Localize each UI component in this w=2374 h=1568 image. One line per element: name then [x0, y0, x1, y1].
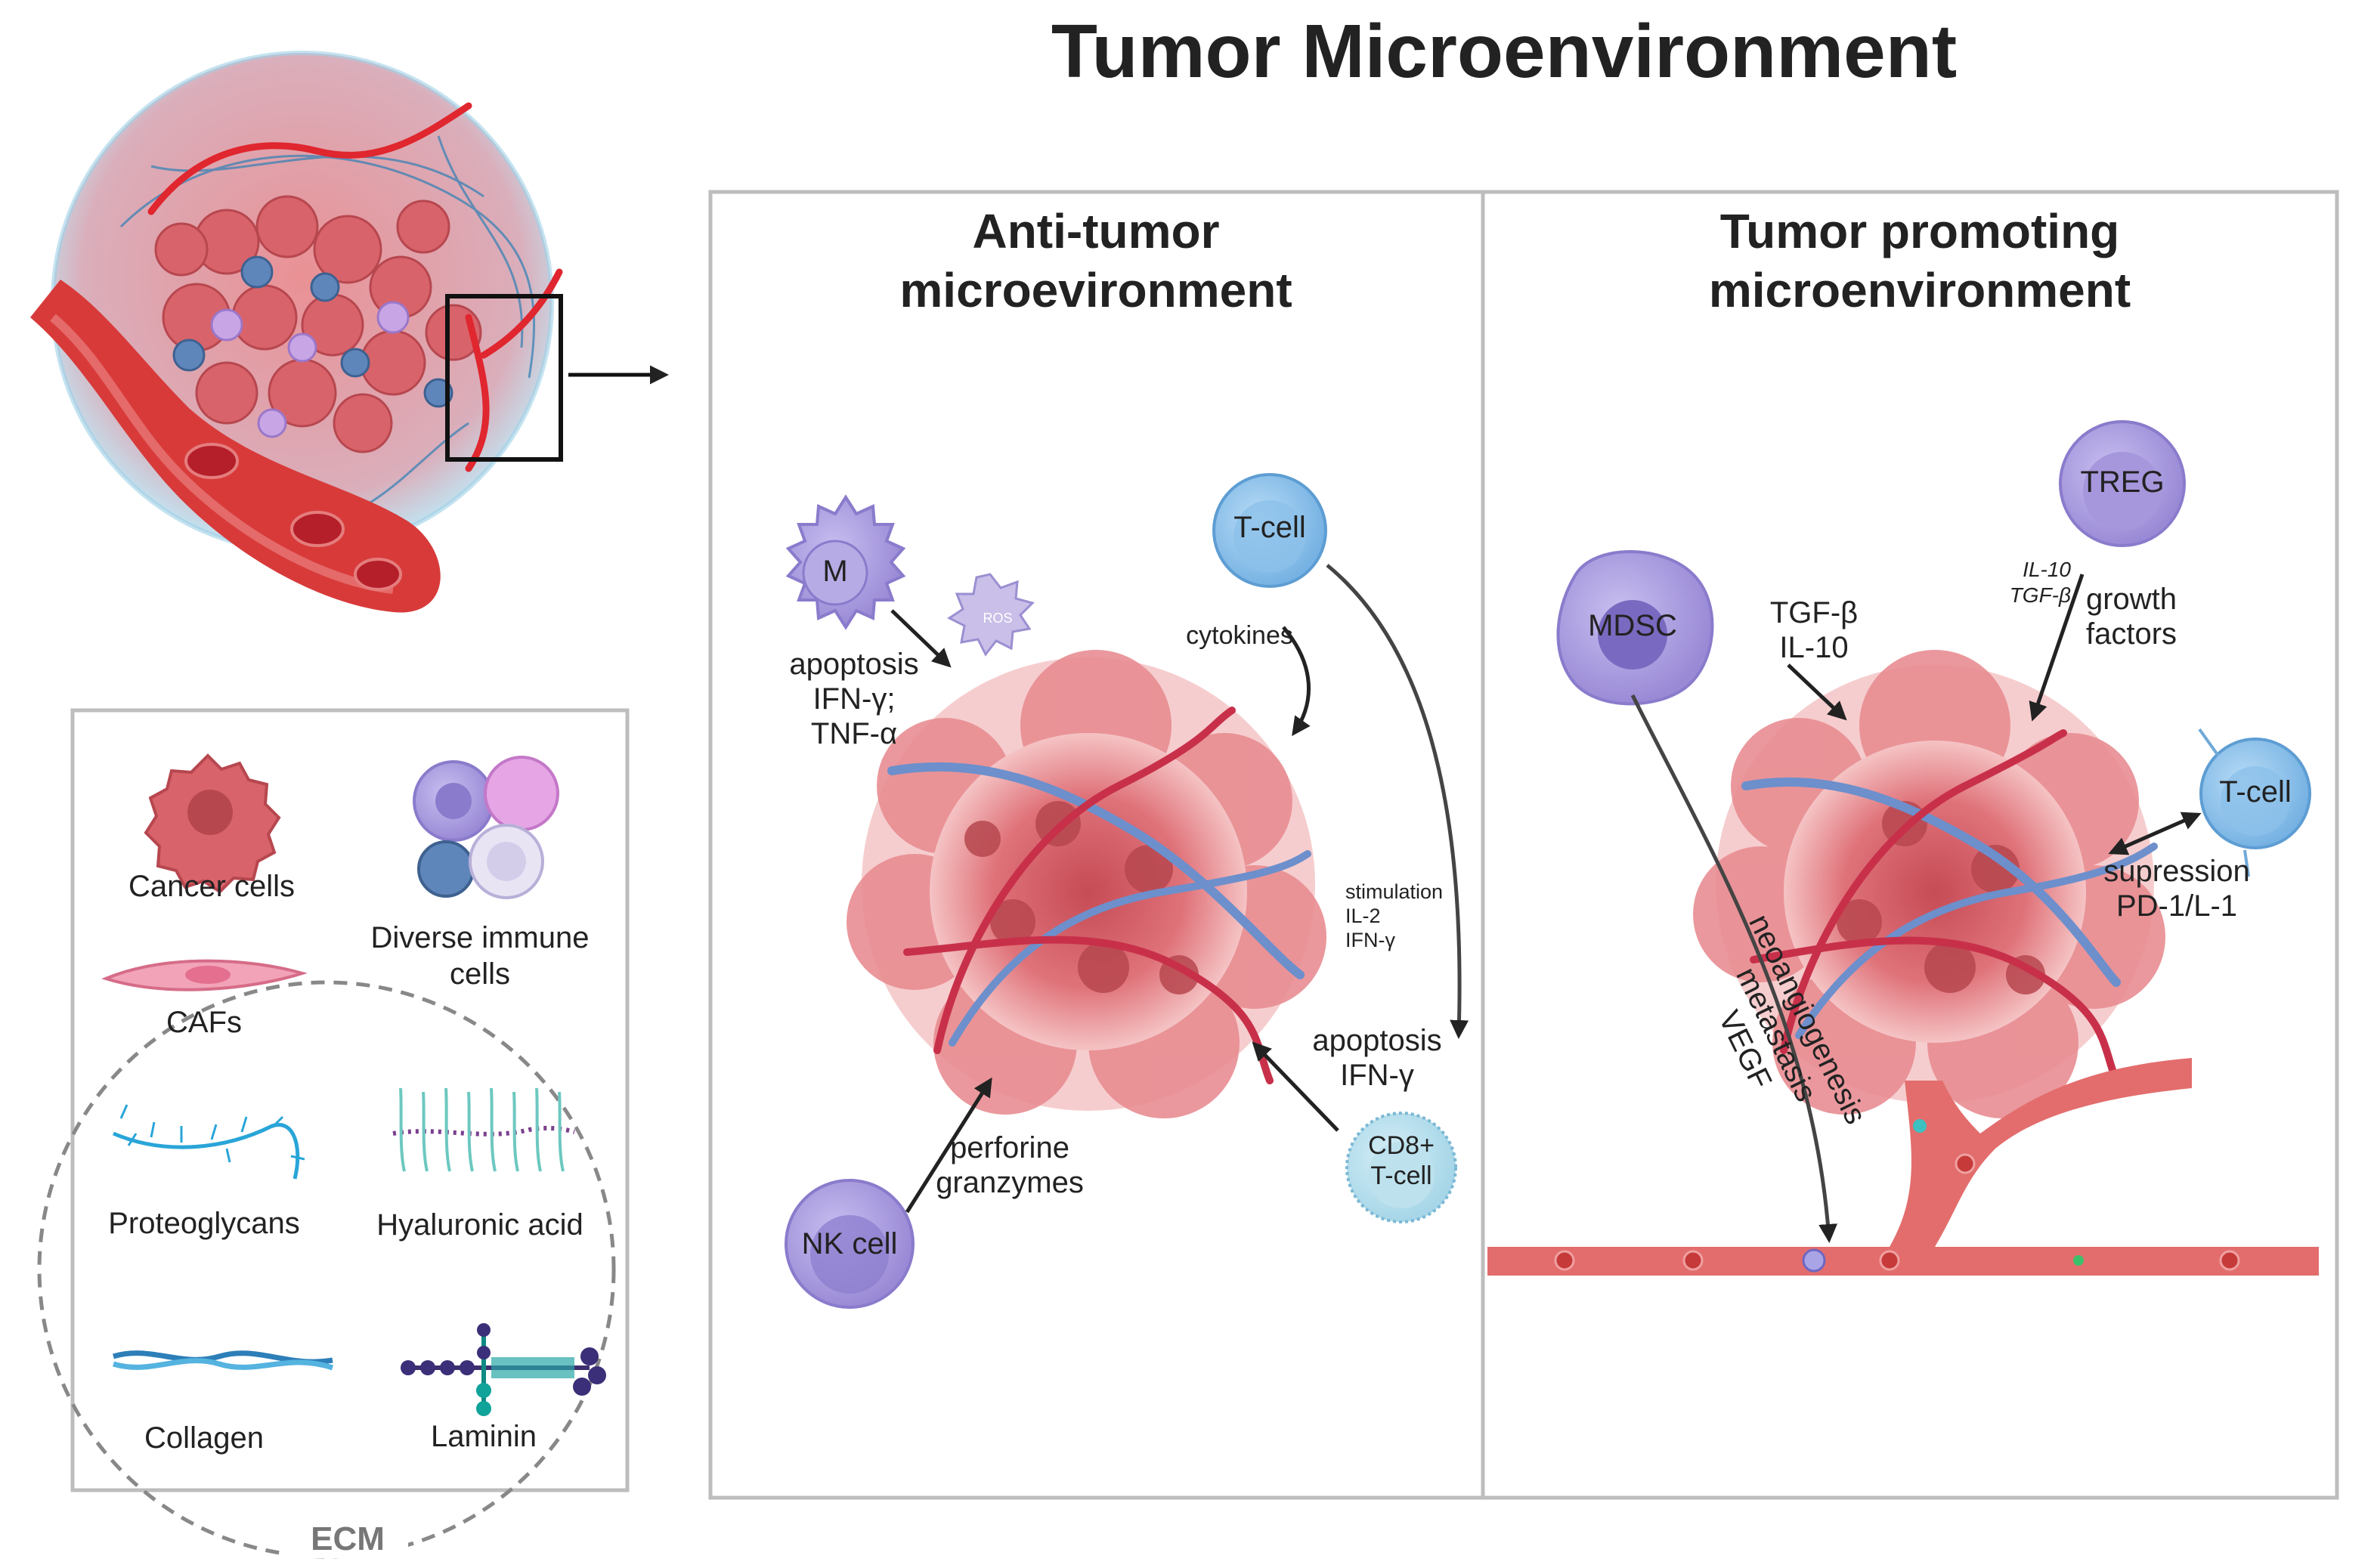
mdsc-cell: [1556, 550, 1714, 706]
tcell-anti-label: T-cell: [1233, 511, 1306, 544]
laminin-icon: [401, 1323, 606, 1416]
arrows: [890, 564, 2202, 1243]
cd8-tcell: [1345, 1112, 1457, 1223]
anti-tnf-label: TNF-α: [810, 717, 898, 750]
mdsc-label: MDSC: [1588, 609, 1677, 642]
supression-label: supression: [2103, 855, 2250, 888]
promo-heading-line2: microenvironment: [1708, 263, 2131, 317]
growth-label: growth: [2085, 583, 2177, 616]
legend-ecm-label: ECM: [287, 1520, 408, 1558]
mdsc-tgf-label: TGF-β: [1769, 596, 1859, 629]
legend-immune-label-line1: Diverse immune: [370, 921, 590, 954]
treg-label: TREG: [2080, 465, 2165, 499]
legend-box: [37, 708, 630, 1559]
promo-heading-line1: Tumor promoting: [1719, 204, 2120, 258]
stimulation-label: stimulation: [1345, 880, 1444, 903]
immune-cells-icon: [413, 756, 559, 899]
macrophage-label: M: [822, 555, 848, 588]
legend-collagen-label: Collagen: [144, 1421, 264, 1455]
stim-ifn-label: IFN-γ: [1345, 929, 1395, 951]
proteoglycan-icon: [113, 1104, 305, 1180]
nk-cell-label: NK cell: [801, 1227, 898, 1260]
treg-tgf-label: TGF-β: [2009, 583, 2071, 607]
anti-heading-line2: microevironment: [899, 263, 1292, 317]
tumor-overview-illustration: [30, 51, 669, 613]
main-title: Tumor Microenvironment: [1051, 9, 1958, 94]
cancer-cell-icon: [144, 753, 281, 894]
tcell-anti: [1212, 473, 1327, 588]
ros-particle: [947, 573, 1035, 657]
ros-label: ROS: [983, 611, 1013, 626]
il2-label: IL-2: [1345, 905, 1381, 927]
promoting-tumor-mass: [1693, 650, 2165, 1118]
cd8-ifn-label: IFN-γ: [1340, 1059, 1414, 1092]
cd8-label-line1: CD8+: [1368, 1131, 1435, 1160]
tcell-promo-label: T-cell: [2219, 775, 2292, 809]
legend-hyaluronic-label: Hyaluronic acid: [376, 1208, 583, 1242]
mdsc-il10-label: IL-10: [1779, 631, 1849, 664]
legend-cafs-label: CAFs: [166, 1006, 242, 1039]
factors-label: factors: [2085, 617, 2177, 651]
caf-icon: [101, 959, 308, 991]
cd8-label-line2: T-cell: [1370, 1161, 1432, 1190]
collagen-icon: [112, 1350, 334, 1371]
anti-heading-line1: Anti-tumor: [972, 204, 1220, 258]
legend-proteoglycans-label: Proteoglycans: [108, 1207, 300, 1240]
treg-cell: [2059, 420, 2186, 547]
treg-il10-label: IL-10: [2023, 558, 2071, 581]
hyaluronic-acid-icon: [392, 1087, 575, 1172]
macrophage-cell: [785, 494, 906, 630]
legend-immune-label-line2: cells: [449, 957, 511, 991]
tcell-promo: [2198, 728, 2311, 877]
cytokines-label: cytokines: [1186, 621, 1293, 650]
panels-frame: [708, 190, 2339, 1500]
anti-ifn-label: IFN-γ;: [812, 682, 896, 716]
pd1-label: PD-1/L-1: [2116, 889, 2238, 923]
cd8-apoptosis-label: apoptosis: [1312, 1024, 1442, 1057]
nk-cell: [785, 1179, 915, 1309]
legend-laminin-label: Laminin: [430, 1420, 537, 1453]
granzymes-label: granzymes: [936, 1166, 1084, 1199]
anti-apoptosis-label: apoptosis: [789, 648, 919, 681]
anti-tumor-mass: [847, 650, 1326, 1118]
legend-cancer-label: Cancer cells: [128, 870, 296, 903]
perforine-label: perforine: [950, 1131, 1069, 1164]
blood-vessel: [1487, 1058, 2319, 1276]
